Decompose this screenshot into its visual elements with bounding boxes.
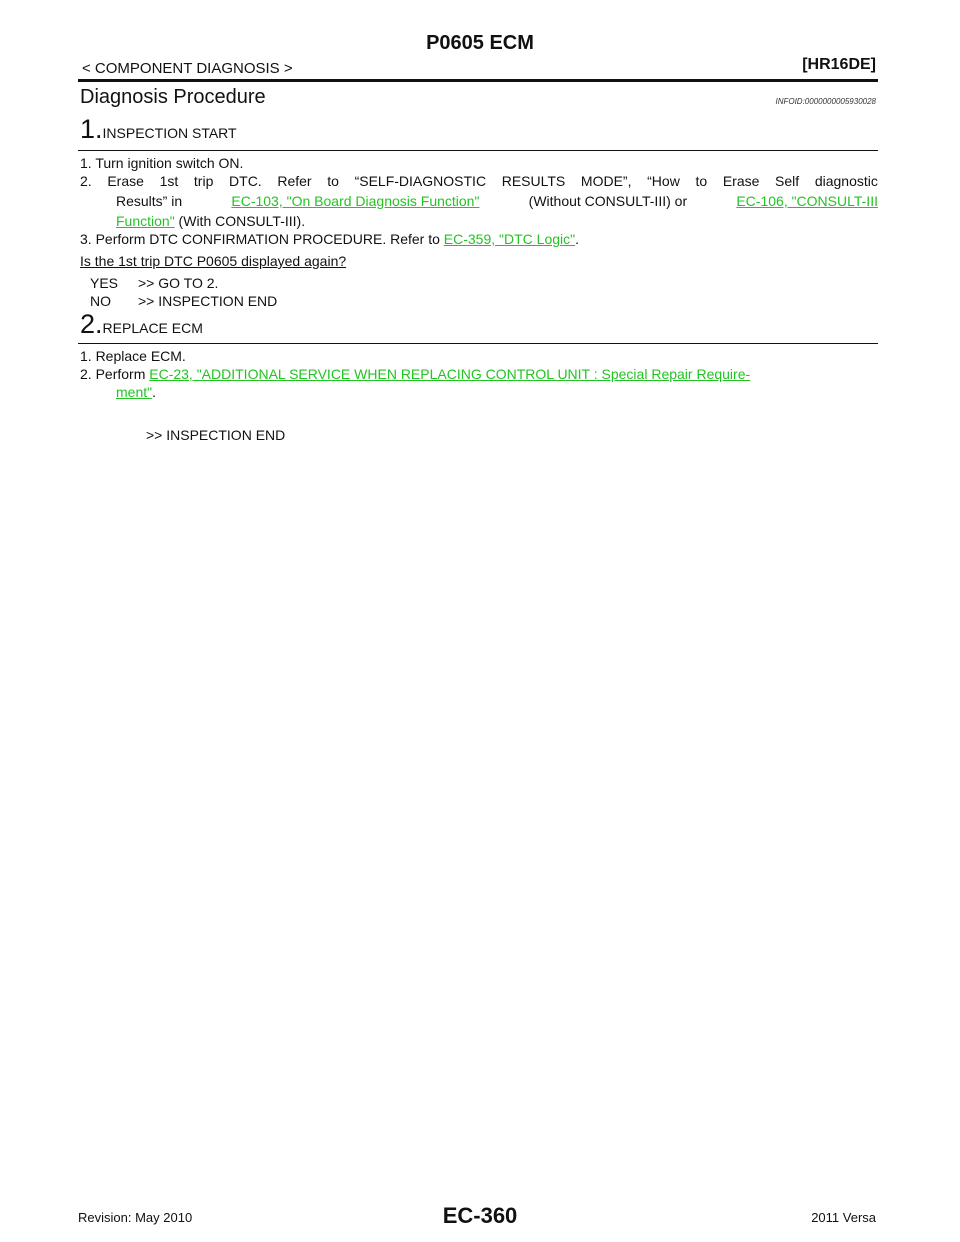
word: DTC. [229,173,262,189]
engine-code: [HR16DE] [802,56,876,73]
answer-yes-text: >> GO TO 2. [138,275,219,291]
footer-page-number: EC-360 [442,1203,518,1228]
section-label: < COMPONENT DIAGNOSIS > [82,60,293,77]
step1-question: Is the 1st trip DTC P0605 displayed agai… [80,253,347,269]
text: (With CONSULT-III). [174,213,306,229]
link-ec-23[interactable]: EC-23, "ADDITIONAL SERVICE WHEN REPLACIN… [149,366,751,382]
step1-item-2-line3: Function" (With CONSULT-III). [116,213,305,230]
info-id: INFOID:0000000005930028 [775,97,876,106]
word: 1st [159,173,179,189]
link-ec-106[interactable]: EC-106, "CONSULT-III [736,193,878,209]
footer-revision: Revision: May 2010 [78,1210,193,1225]
text: . [575,231,579,247]
step2-item-2-line2: ment". [116,384,156,401]
word: Erase [107,173,144,189]
step2-rule [78,343,878,344]
step2-title: REPLACE ECM [102,320,203,336]
step1-item-2-line1: 2. Erase 1st trip DTC. Refer to “SELF-DI… [80,173,878,190]
word: RESULTS [501,173,566,189]
word: to [695,173,708,189]
answer-no: NO >> INSPECTION END [90,293,277,309]
word: “How [647,173,680,189]
step1-rule [78,150,878,151]
word: Self [775,173,800,189]
word: “SELF-DIAGNOSTIC [354,173,487,189]
word: Refer [277,173,312,189]
answer-no-text: >> INSPECTION END [138,293,278,309]
word: 2. [80,173,92,189]
word: MODE”, [580,173,632,189]
text: Results” in [116,193,183,209]
link-ec-106-cont[interactable]: Function" [116,213,175,229]
text: 2. Perform [80,366,150,382]
step2-item-1: 1. Replace ECM. [80,348,186,364]
link-ec-103[interactable]: EC-103, "On Board Diagnosis Function" [231,193,480,209]
page-title: P0605 ECM [426,32,534,54]
procedure-title: Diagnosis Procedure [80,86,266,108]
step1-item-1: 1. Turn ignition switch ON. [80,155,244,171]
header-rule [78,79,878,82]
word: trip [193,173,214,189]
step1-item-2-line2: Results” in EC-103, "On Board Diagnosis … [116,193,878,210]
step1-item-3: 3. Perform DTC CONFIRMATION PROCEDURE. R… [80,231,579,248]
text: (Without CONSULT-III) or [528,193,688,209]
step2-heading: 2.REPLACE ECM [80,309,203,340]
text: 3. Perform DTC CONFIRMATION PROCEDURE. R… [80,231,444,247]
step2-end: >> INSPECTION END [146,427,286,443]
word: to [327,173,339,189]
word: Erase [722,173,760,189]
footer-model: 2011 Versa [811,1210,876,1225]
step2-number: 2. [80,309,103,339]
answer-no-option: NO [90,293,111,309]
answer-yes-option: YES [90,275,119,291]
link-ec-359[interactable]: EC-359, "DTC Logic" [443,231,576,247]
step1-heading: 1.INSPECTION START [80,114,237,145]
text: . [152,384,156,400]
link-ec-23-cont[interactable]: ment" [116,384,153,400]
step1-number: 1. [80,114,103,144]
answer-yes: YES >> GO TO 2. [90,275,218,291]
word: diagnostic [814,173,878,189]
step2-item-2: 2. Perform EC-23, "ADDITIONAL SERVICE WH… [80,366,750,383]
step1-title: INSPECTION START [102,125,237,141]
